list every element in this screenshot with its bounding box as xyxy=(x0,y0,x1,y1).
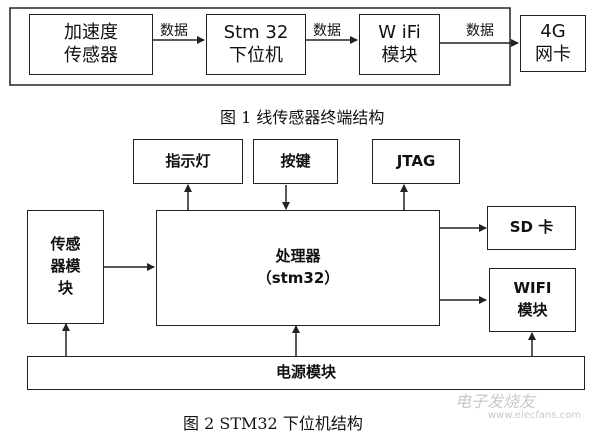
button-label: 按键 xyxy=(280,151,311,170)
button-box: 按键 xyxy=(253,139,338,184)
watermark-url: www.elecfans.com xyxy=(488,410,582,421)
fig1-accel-sensor-label: 加速度 传感器 xyxy=(64,22,118,66)
jtag-label: JTAG xyxy=(396,151,436,170)
wifi-module-label: WIFI 模块 xyxy=(513,279,552,319)
watermark-logo-text: 电子发烧友 xyxy=(455,392,536,411)
fig1-data-label-3: 数据 xyxy=(466,23,494,39)
indicator-box: 指示灯 xyxy=(133,139,243,184)
sensor-module-box: 传感 器模 块 xyxy=(27,210,104,324)
indicator-label: 指示灯 xyxy=(165,151,211,170)
fig1-stm32-box: Stm 32 下位机 xyxy=(206,14,306,75)
fig1-stm32-label: Stm 32 下位机 xyxy=(223,22,289,66)
processor-label: 处理器 （stm32） xyxy=(256,247,340,287)
sensor-module-label: 传感 器模 块 xyxy=(50,235,81,297)
sd-card-label: SD 卡 xyxy=(509,218,554,237)
power-module-box: 电源模块 xyxy=(27,356,585,390)
power-module-label: 电源模块 xyxy=(275,363,336,382)
fig1-caption: 图 1 线传感器终端结构 xyxy=(220,108,385,127)
fig1-wifi-box: W iFi 模块 xyxy=(359,14,440,75)
sd-card-box: SD 卡 xyxy=(487,206,576,250)
jtag-box: JTAG xyxy=(372,139,460,184)
fig2-caption: 图 2 STM32 下位机结构 xyxy=(183,414,363,433)
fig1-outer-frame xyxy=(9,7,511,86)
fig1-data-label-2: 数据 xyxy=(313,23,341,39)
fig1-4g-label: 4G 网卡 xyxy=(535,21,571,65)
fig1-data-label-1: 数据 xyxy=(160,23,188,39)
fig1-4g-box: 4G 网卡 xyxy=(520,15,586,72)
processor-box: 处理器 （stm32） xyxy=(156,210,440,326)
wifi-module-box: WIFI 模块 xyxy=(489,268,576,332)
fig1-accel-sensor-box: 加速度 传感器 xyxy=(29,14,153,75)
fig1-wifi-label: W iFi 模块 xyxy=(378,22,421,66)
